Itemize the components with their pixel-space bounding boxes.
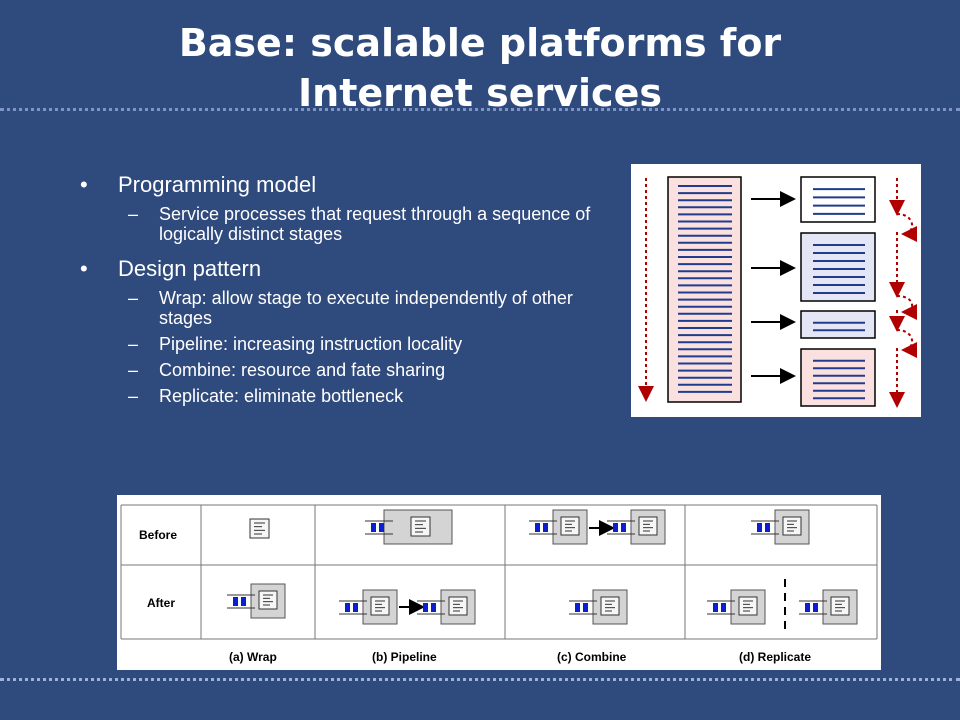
dash-icon: – bbox=[128, 204, 139, 224]
queue-item-icon bbox=[379, 523, 384, 532]
document-icon bbox=[370, 596, 390, 616]
subbullet-pipeline: –Pipeline: increasing instruction locali… bbox=[128, 334, 463, 354]
stage-box bbox=[800, 348, 876, 407]
bullet-design-pattern: •Design pattern bbox=[80, 256, 262, 281]
title-separator bbox=[0, 108, 960, 111]
caption-pipeline: (b) Pipeline bbox=[372, 650, 437, 664]
queue-item-icon bbox=[353, 603, 358, 612]
title-line-2: Internet services bbox=[298, 71, 662, 115]
queue-item-icon bbox=[621, 523, 626, 532]
document-icon bbox=[258, 590, 278, 610]
bullet-dot-icon: • bbox=[80, 256, 88, 281]
subbullet-combine: –Combine: resource and fate sharing bbox=[128, 360, 446, 380]
subbullet-wrap: –Wrap: allow stage to execute independen… bbox=[128, 288, 573, 328]
queue-item-icon bbox=[757, 523, 762, 532]
queue-item-icon bbox=[371, 523, 376, 532]
dash-icon: – bbox=[128, 288, 139, 308]
queue-item-icon bbox=[345, 603, 350, 612]
document-icon bbox=[448, 596, 468, 616]
queue-item-icon bbox=[431, 603, 436, 612]
bullet-dot-icon: • bbox=[80, 172, 88, 197]
task-document-icon bbox=[249, 518, 270, 539]
slide-title: Base: scalable platforms for Internet se… bbox=[0, 18, 960, 118]
row-label-after: After bbox=[147, 596, 175, 610]
document-icon bbox=[600, 596, 620, 616]
caption-combine: (c) Combine bbox=[557, 650, 627, 664]
subbullet-service-processes: –Service processes that request through … bbox=[128, 204, 591, 244]
monolithic-program-box bbox=[667, 176, 742, 403]
footer-separator bbox=[0, 678, 960, 681]
queue-item-icon bbox=[813, 603, 818, 612]
loop-arrow-icon bbox=[896, 295, 918, 320]
queue-item-icon bbox=[233, 597, 238, 606]
document-icon bbox=[638, 516, 658, 536]
queue-item-icon bbox=[241, 597, 246, 606]
queue-item-icon bbox=[765, 523, 770, 532]
bullet-programming-model: •Programming model bbox=[80, 172, 317, 197]
title-line-1: Base: scalable platforms for bbox=[178, 21, 782, 65]
caption-replicate: (d) Replicate bbox=[739, 650, 811, 664]
design-patterns-figure: Before After (a) Wrap (b) Pipeline (c) C… bbox=[117, 495, 881, 670]
document-icon bbox=[560, 516, 580, 536]
document-icon bbox=[830, 596, 850, 616]
queue-item-icon bbox=[575, 603, 580, 612]
dash-icon: – bbox=[128, 386, 139, 406]
loop-arrow-icon bbox=[896, 329, 918, 358]
dash-icon: – bbox=[128, 334, 139, 354]
queue-item-icon bbox=[721, 603, 726, 612]
queue-item-icon bbox=[613, 523, 618, 532]
row-label-before: Before bbox=[139, 528, 177, 542]
queue-item-icon bbox=[423, 603, 428, 612]
subbullet-replicate: –Replicate: eliminate bottleneck bbox=[128, 386, 404, 406]
queue-item-icon bbox=[583, 603, 588, 612]
document-icon bbox=[782, 516, 802, 536]
stage-decomposition-figure bbox=[631, 164, 921, 417]
task-document-icon bbox=[410, 516, 431, 537]
stage-box bbox=[800, 232, 876, 302]
queue-item-icon bbox=[535, 523, 540, 532]
loop-arrow-icon bbox=[896, 213, 918, 242]
bullet-list: •Programming model –Service processes th… bbox=[80, 170, 600, 406]
document-icon bbox=[738, 596, 758, 616]
queue-item-icon bbox=[805, 603, 810, 612]
caption-wrap: (a) Wrap bbox=[229, 650, 277, 664]
queue-item-icon bbox=[543, 523, 548, 532]
queue-item-icon bbox=[713, 603, 718, 612]
dash-icon: – bbox=[128, 360, 139, 380]
stage-box bbox=[800, 176, 876, 223]
stage-box bbox=[800, 310, 876, 339]
